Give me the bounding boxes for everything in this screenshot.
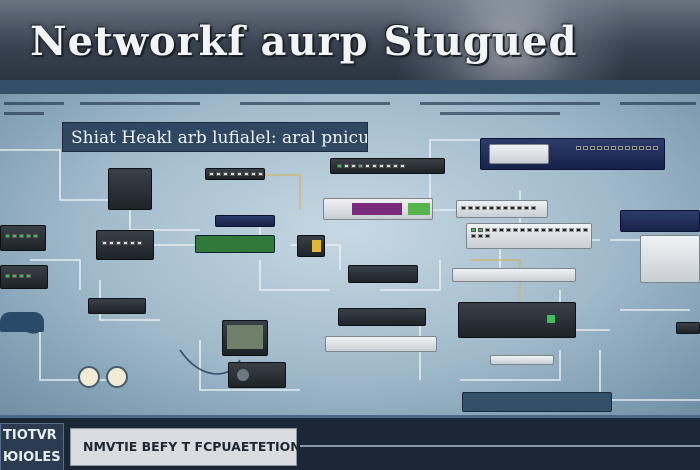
footer-left-label-1: ТIOTVR — [3, 428, 57, 443]
patch-panel-icon — [325, 336, 437, 352]
switch-icon — [0, 265, 48, 289]
modem-icon — [297, 235, 325, 257]
tiny-text-line — [420, 102, 600, 105]
tiny-text-line — [440, 112, 560, 115]
firewall-icon — [228, 362, 286, 388]
router-icon — [338, 308, 426, 326]
tiny-text-line — [240, 102, 390, 105]
board-header-strip — [0, 80, 700, 94]
footer-middle-label: NMVTIE BEFY T FCPUAETETION — [83, 439, 301, 454]
switch-icon — [215, 215, 275, 227]
footer-rule — [300, 445, 700, 447]
diagram-caption: Shiat Heakl arb lufialel: aral pnicuta — [62, 122, 368, 152]
patch-panel-icon — [466, 223, 592, 249]
firewall-icon — [96, 230, 154, 260]
monitor-icon — [222, 320, 268, 356]
network-diagram-board: Shiat Heakl arb lufialel: aral pnicuta — [0, 80, 700, 415]
footer-label-box: NMVTIE BEFY T FCPUAETETION — [70, 428, 301, 466]
switch-icon — [205, 168, 265, 180]
switch-icon — [490, 355, 554, 365]
switch-icon — [88, 298, 146, 314]
page-title: Networkf aurp Stugued — [30, 18, 578, 65]
disk-icon — [78, 366, 100, 388]
switch-icon — [0, 225, 46, 251]
tiny-text-line — [80, 102, 200, 105]
footer-left-label-2: ЮIOLES — [3, 450, 61, 465]
title-banner: Networkf aurp Stugued — [0, 0, 700, 80]
tiny-text-line — [620, 102, 696, 105]
switch-icon — [323, 198, 433, 220]
tiny-text-line — [4, 112, 44, 115]
patch-panel-icon — [456, 200, 548, 218]
server-icon — [458, 302, 576, 338]
footer-divider — [0, 415, 700, 418]
router-icon — [0, 312, 44, 332]
banner-glow — [360, 0, 660, 80]
router-icon — [330, 158, 445, 174]
router-icon — [348, 265, 418, 283]
info-label-box — [462, 392, 612, 412]
switch-icon — [676, 322, 700, 334]
disk-icon — [106, 366, 128, 388]
switch-icon — [452, 268, 576, 282]
info-label-box — [620, 210, 700, 232]
tiny-text-line — [4, 102, 64, 105]
footer-left-panel: ТIOTVR ЮIOLES — [0, 423, 64, 470]
patch-panel-icon — [640, 235, 700, 283]
rack-switch-icon — [480, 138, 665, 170]
server-icon — [108, 168, 152, 210]
patch-panel-icon — [195, 235, 275, 253]
